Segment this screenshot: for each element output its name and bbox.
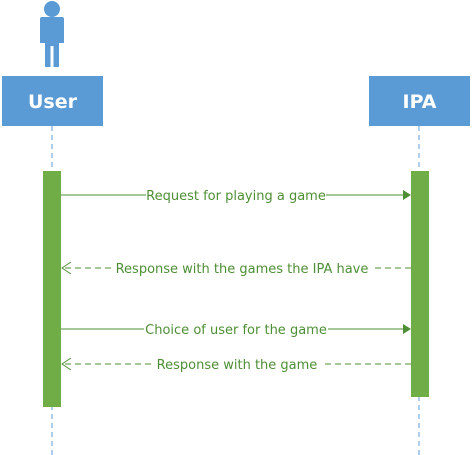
message-choice-game: Choice of user for the game bbox=[61, 319, 411, 339]
message-response-game: Response with the game bbox=[61, 354, 411, 374]
ipa-activation-bar bbox=[411, 171, 429, 397]
ipa-participant-label: IPA bbox=[403, 91, 437, 113]
ipa-participant: IPA bbox=[369, 76, 470, 126]
message-request-game: Request for playing a game bbox=[61, 185, 411, 205]
open-arrowhead-icon bbox=[61, 261, 72, 275]
filled-arrowhead-icon bbox=[403, 324, 411, 334]
actor-icon bbox=[40, 1, 64, 67]
filled-arrowhead-icon bbox=[403, 190, 411, 200]
message-label: Choice of user for the game bbox=[145, 323, 327, 338]
message-response-games: Response with the games the IPA have bbox=[61, 258, 411, 278]
ipa-participant-box bbox=[369, 76, 470, 126]
message-label: Request for playing a game bbox=[146, 189, 326, 204]
user-participant-box bbox=[2, 76, 103, 126]
user-participant-label: User bbox=[28, 91, 78, 113]
message-label: Response with the games the IPA have bbox=[116, 262, 369, 277]
open-arrowhead-icon bbox=[61, 357, 72, 371]
user-participant: User bbox=[2, 76, 103, 126]
user-activation-bar bbox=[43, 171, 61, 407]
message-label: Response with the game bbox=[157, 358, 318, 373]
